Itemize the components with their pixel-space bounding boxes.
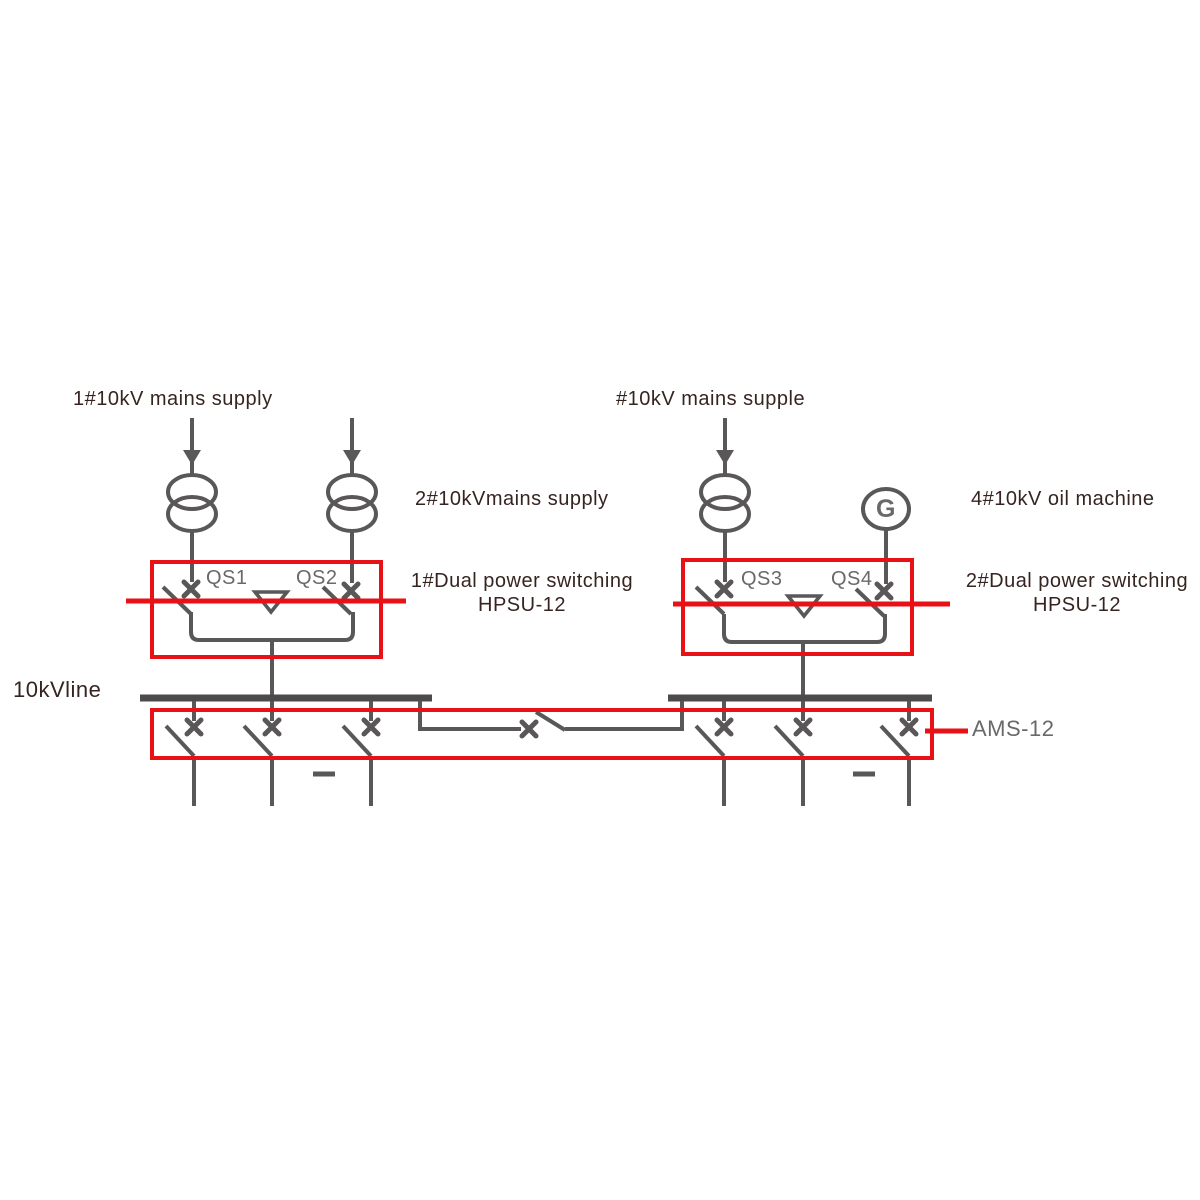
ams-switch-4: [694, 701, 734, 806]
breaker-mark-icon: [262, 717, 282, 737]
label-bus-10kvline: 10kVline: [13, 677, 102, 702]
switch-blade: [341, 724, 373, 758]
feeder-3-incoming-arrow: [716, 418, 734, 477]
label-qs4: QS4: [831, 568, 873, 590]
label-supply-1: 1#10kV mains supply: [73, 388, 273, 410]
feeder-2-incoming-arrow: [343, 418, 361, 477]
label-qs3: QS3: [741, 568, 783, 590]
ams-switch-3: [341, 701, 381, 806]
label-supply-3: #10kV mains supple: [616, 388, 806, 410]
switch-blade: [694, 724, 726, 758]
transformer-3-icon: [699, 473, 751, 533]
transformer-1-icon: [166, 473, 218, 533]
label-oil-machine: 4#10kV oil machine: [971, 488, 1155, 510]
ams-switch-5: [773, 701, 813, 806]
ams-switch-1: [164, 701, 204, 806]
unit-2-highlight-box: [681, 558, 914, 656]
label-ams-12: AMS-12: [972, 716, 1055, 741]
label-switching-1-line2: HPSU-12: [478, 594, 566, 616]
breaker-mark-icon: [361, 717, 381, 737]
label-qs2: QS2: [296, 567, 338, 589]
generator-letter: G: [876, 495, 896, 523]
switch-blade: [773, 724, 805, 758]
unit-1-highlight-box: [150, 560, 383, 659]
bus-tie-switch: [418, 701, 684, 739]
ams-switch-6: [879, 701, 919, 806]
arrow-down-icon: [343, 450, 361, 465]
breaker-mark-icon: [714, 579, 734, 599]
breaker-mark-icon: [184, 717, 204, 737]
ams-highlight-box: [150, 708, 934, 760]
transformer-2-icon: [326, 473, 378, 533]
label-switching-1-line1: 1#Dual power switching: [410, 570, 634, 592]
unit-1-loop-wire: [189, 612, 355, 642]
arrow-down-icon: [716, 450, 734, 465]
switch-blade: [164, 724, 196, 758]
breaker-mark-icon: [793, 717, 813, 737]
label-switching-2-line2: HPSU-12: [1033, 594, 1121, 616]
switch-blade: [879, 724, 911, 758]
switch-blade: [534, 710, 567, 732]
breaker-mark-icon: [874, 581, 894, 601]
breaker-mark-icon: [899, 717, 919, 737]
switch-blade: [694, 585, 726, 616]
arrow-down-icon: [183, 450, 201, 465]
label-switching-2-line1: 2#Dual power switching: [965, 570, 1189, 592]
feeder-1-incoming-arrow: [183, 418, 201, 477]
label-supply-2: 2#10kVmains supply: [415, 488, 609, 510]
breaker-mark-icon: [519, 719, 539, 739]
switch-qs1: [161, 579, 201, 616]
label-switching-unit-2: 2#Dual power switching HPSU-12: [963, 569, 1191, 617]
breaker-mark-icon: [341, 581, 361, 601]
label-qs1: QS1: [206, 567, 248, 589]
breaker-mark-icon: [714, 717, 734, 737]
switch-qs3: [694, 579, 734, 616]
ams-switch-2: [242, 701, 282, 806]
switch-blade: [242, 724, 274, 758]
breaker-mark-icon: [181, 579, 201, 599]
label-switching-unit-1: 1#Dual power switching HPSU-12: [408, 569, 636, 617]
